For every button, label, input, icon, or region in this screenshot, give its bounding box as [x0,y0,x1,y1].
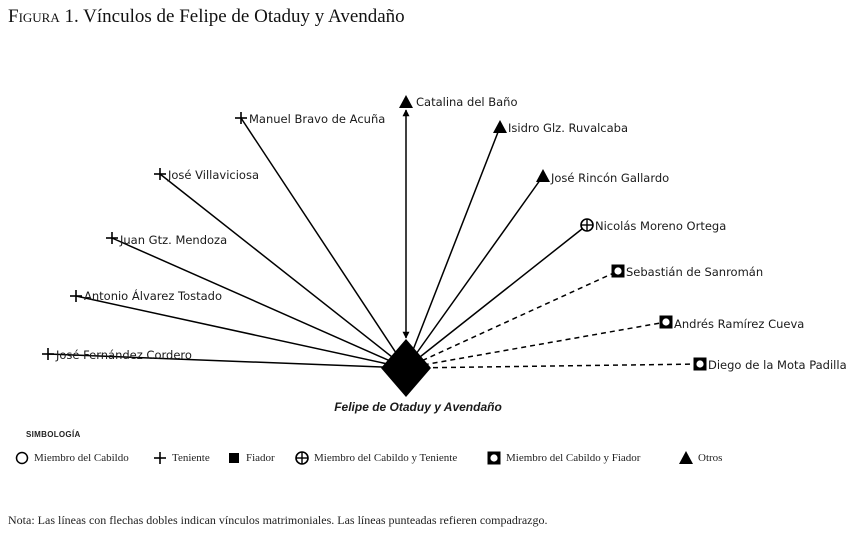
legend-item-label: Teniente [172,452,210,464]
node-layer [42,95,707,371]
square-icon [229,453,239,463]
center-node-diamond [381,339,431,397]
legend-symbol-plus [154,452,166,464]
node-label-ramirez: Andrés Ramírez Cueva [674,317,804,331]
edge-ramirez [405,321,667,369]
node-marker-fernandez [42,348,54,360]
node-label-villaviciosa: José Villaviciosa [167,168,259,182]
edge-sanroman [405,270,619,369]
legend-item-circle-plus: Miembro del Cabildo y Teniente [294,450,457,466]
node-marker-sanroman [611,264,625,278]
node-marker-catalina [399,95,413,108]
edge-moreno [405,224,588,369]
figure-caption: Figura 1. Vínculos de Felipe de Otaduy y… [8,6,405,28]
legend: Miembro del Cabildo Teniente Fiador Miembro… [14,450,854,470]
node-marker-rincon [536,169,550,182]
node-label-moreno: Nicolás Moreno Ortega [595,219,726,233]
node-marker-moreno [580,218,594,232]
node-label-catalina: Catalina del Baño [416,95,518,109]
node-label-mota: Diego de la Mota Padilla [708,358,847,372]
legend-item-label: Miembro del Cabildo [34,452,129,464]
legend-item-plus: Teniente [152,450,210,466]
legend-symbol-triangle [679,451,693,464]
node-marker-mendoza [106,232,118,244]
legend-item-square-in-square: Miembro del Cabildo y Fiador [486,450,640,466]
node-marker-ramirez [659,315,673,329]
node-label-bravo: Manuel Bravo de Acuña [249,112,385,126]
legend-item-label: Otros [698,452,723,464]
center-node-label: Felipe de Otaduy y Avendaño [334,400,502,414]
node-marker-isidro [493,120,507,133]
caption-title: Vínculos de Felipe de Otaduy y Avendaño [83,6,405,27]
edge-tostado [75,295,407,369]
node-label-tostado: Antonio Álvarez Tostado [84,288,222,303]
edge-mota [405,363,701,369]
triangle-icon [679,451,693,464]
node-marker-tostado [70,290,82,302]
circle-plus-icon [295,451,309,465]
node-label-fernandez: José Fernández Cordero [55,348,192,362]
legend-symbol-square [229,453,239,463]
network-diagram: Felipe de Otaduy y Avendaño Catalina del… [42,95,847,414]
legend-item-label: Fiador [246,452,275,464]
square-in-square-icon [487,451,501,465]
edge-isidro [405,126,501,369]
legend-item-triangle: Otros [678,450,722,466]
legend-item-label: Miembro del Cabildo y Fiador [506,452,641,464]
node-label-isidro: Isidro Glz. Ruvalcaba [508,121,628,135]
node-label-mendoza: Juan Gtz. Mendoza [119,233,227,247]
legend-symbol-square-in-square [487,451,501,465]
legend-symbol-circle [15,451,29,465]
figure-note: Nota: Las líneas con flechas dobles indi… [8,513,548,527]
edge-fernandez [47,353,407,369]
legend-item-circle: Miembro del Cabildo [14,450,129,466]
edge-villaviciosa [159,173,407,369]
plus-icon [154,452,166,464]
caption-label: Figura [8,6,60,27]
edge-bravo [240,117,407,369]
node-label-rincon: José Rincón Gallardo [550,171,669,185]
legend-symbol-circle-plus [295,451,309,465]
edge-rincon [405,175,544,369]
circle-icon [15,451,29,465]
legend-item-square: Fiador [226,450,275,466]
legend-title: SIMBOLOGÍA [26,430,81,439]
edge-layer [47,109,701,369]
node-label-sanroman: Sebastián de Sanromán [626,265,763,279]
caption-number: 1. [64,6,79,27]
legend-item-label: Miembro del Cabildo y Teniente [314,452,458,464]
node-marker-villaviciosa [154,168,166,180]
edge-mendoza [111,237,407,369]
node-marker-mota [693,357,707,371]
node-marker-bravo [235,112,247,124]
